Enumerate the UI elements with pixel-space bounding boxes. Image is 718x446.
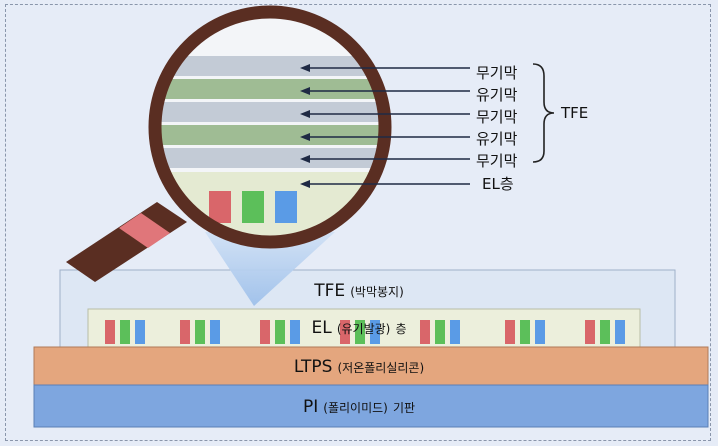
- arrow-head: [300, 133, 310, 141]
- el-pixel-green: [435, 320, 445, 344]
- pi-layer: [33, 384, 709, 428]
- tfe-layer-title: TFE: [314, 281, 346, 301]
- arrow-head: [300, 155, 310, 163]
- magnifier-handle-band: [119, 213, 170, 248]
- tfe-layer-label: TFE (박막봉지): [0, 280, 718, 303]
- el-pixel-blue: [210, 320, 220, 344]
- lens-band-inorganic: [161, 56, 379, 76]
- lens-pixel-green: [242, 191, 264, 223]
- el-pixel-blue: [535, 320, 545, 344]
- arrow-head: [300, 110, 310, 118]
- pi-layer-subtitle: (폴리이미드): [323, 401, 388, 415]
- tfe-brace: [532, 63, 555, 163]
- el-pixel-green: [275, 320, 285, 344]
- el-pixel-red: [340, 320, 350, 344]
- tfe-layer-subtitle: (박막봉지): [350, 285, 404, 299]
- lens-band-organic: [161, 125, 379, 145]
- zoom-label-organic-2: 유기막: [476, 130, 518, 148]
- lens-band-organic: [161, 79, 379, 99]
- el-pixel-green: [120, 320, 130, 344]
- brace-label-tfe: TFE: [561, 104, 589, 122]
- pi-layer-title: PI: [302, 397, 319, 417]
- el-pixel-blue: [135, 320, 145, 344]
- el-pixel-blue: [290, 320, 300, 344]
- el-pixel-red: [105, 320, 115, 344]
- zoom-label-inorganic-3: 무기막: [476, 152, 518, 170]
- el-pixel-red: [420, 320, 430, 344]
- el-pixel-red: [180, 320, 190, 344]
- pi-layer-suffix: 기판: [392, 401, 416, 415]
- el-pixel-green: [195, 320, 205, 344]
- el-layer-title: EL: [311, 318, 332, 338]
- el-pixel-green: [355, 320, 365, 344]
- magnifier-rim: [148, 5, 392, 249]
- el-pixel-blue: [615, 320, 625, 344]
- lens-pixel-blue: [275, 191, 297, 223]
- arrow-head: [300, 87, 310, 95]
- ltps-layer-subtitle: (저온폴리실리콘): [337, 361, 425, 375]
- lens-band-inorganic: [161, 102, 379, 122]
- el-pixel-row: [105, 320, 625, 344]
- zoom-label-el: EL층: [482, 175, 514, 193]
- arrow-head: [300, 64, 310, 72]
- lens-pixel-row: [209, 191, 297, 223]
- zoom-label-inorganic-1: 무기막: [476, 64, 518, 82]
- zoom-label-organic-1: 유기막: [476, 86, 518, 104]
- ltps-layer-title: LTPS: [293, 357, 333, 377]
- el-pixel-blue: [370, 320, 380, 344]
- pi-layer-label: PI (폴리이미드) 기판: [0, 396, 718, 419]
- zoom-arrows: [300, 64, 470, 188]
- el-pixel-red: [260, 320, 270, 344]
- lens-layer-stack: [161, 56, 379, 168]
- ltps-layer-label: LTPS (저온폴리실리콘): [0, 356, 718, 379]
- zoom-label-inorganic-2: 무기막: [476, 108, 518, 126]
- ltps-layer: [33, 346, 709, 386]
- el-layer-subtitle: (유기발광): [336, 322, 391, 336]
- lens-band-inorganic: [161, 148, 379, 168]
- el-pixel-green: [520, 320, 530, 344]
- el-pixel-blue: [450, 320, 460, 344]
- el-layer-label: EL (유기발광) 층: [0, 317, 718, 340]
- magnifier-handle: [66, 202, 187, 282]
- el-pixel-red: [505, 320, 515, 344]
- lens-pixel-red: [209, 191, 231, 223]
- el-pixel-red: [585, 320, 595, 344]
- el-layer-suffix: 층: [395, 322, 407, 336]
- arrow-head: [300, 180, 310, 188]
- diagram-frame: [5, 4, 711, 441]
- magnification-beam: [205, 232, 335, 306]
- el-pixel-green: [600, 320, 610, 344]
